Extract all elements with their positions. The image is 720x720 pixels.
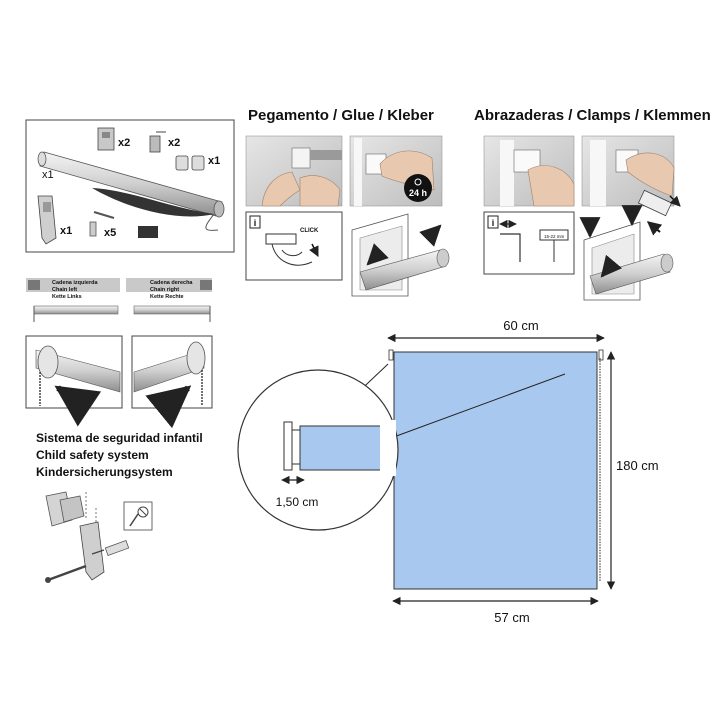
- glue-photo-1: [245, 135, 343, 207]
- glue-title: Pegamento / Glue / Kleber: [248, 107, 434, 124]
- adhesive-pad-icon: [138, 226, 158, 238]
- end-cap-qty: x1: [208, 155, 220, 167]
- clamp-photo-1: [483, 135, 575, 207]
- info-icon: i: [492, 218, 495, 228]
- child-safety-es: Sistema de seguridad infantil: [36, 431, 203, 445]
- chain-safety-icon: [37, 195, 57, 245]
- anchor-qty: x5: [104, 227, 116, 239]
- glue-mount-illustration: [351, 213, 450, 297]
- chain-left-panel: Cadena izquierda Chain left Kette Links: [26, 278, 120, 322]
- anchor-screw-icon: [89, 211, 115, 237]
- height-label: 180 cm: [616, 458, 659, 473]
- child-safety-illustration: [45, 491, 153, 583]
- bracket-detail-zoom: [283, 420, 396, 476]
- clamp-mount-illustration: [579, 189, 681, 301]
- end-cap-icon: [175, 155, 205, 171]
- chain-left-install-photo: [25, 335, 123, 427]
- chain-left-de: Kette Links: [52, 294, 82, 300]
- cure-time: 24 h: [409, 188, 427, 198]
- roller-tube-icon: [37, 151, 225, 231]
- glue-click-detail: i CLICK: [245, 211, 343, 281]
- blind-fabric: [393, 351, 598, 590]
- timer-icon: 24 h: [404, 174, 432, 202]
- chain-right-en: Chain right: [150, 287, 179, 293]
- child-safety-de: Kindersicherungsystem: [36, 465, 173, 479]
- parts-box: x1 x2 x2 x1 x1 x5: [25, 119, 235, 253]
- chain-left-en: Chain left: [52, 287, 77, 293]
- chain-left-es: Cadena izquierda: [52, 280, 98, 286]
- total-width-label: 60 cm: [503, 318, 538, 333]
- install-arrow-icon: [145, 385, 192, 429]
- dimensions-diagram: 60 cm 180 cm 57 cm 1,50 cm: [237, 318, 659, 625]
- wall-anchor-icon: [91, 539, 130, 557]
- screw-kit-qty: x2: [168, 137, 180, 149]
- click-label: CLICK: [300, 228, 319, 234]
- clamp-closeup-icon: [637, 189, 681, 236]
- chain-right-es: Cadena derecha: [150, 280, 193, 286]
- bracket-qty: x2: [118, 137, 130, 149]
- screw-kit-icon: [149, 131, 166, 153]
- info-icon: i: [254, 218, 257, 228]
- right-bracket: [598, 349, 604, 361]
- bracket-offset-label: 1,50 cm: [276, 495, 319, 509]
- chain-right-panel: Cadena derecha Chain right Kette Rechte: [126, 278, 212, 322]
- clamp-info-detail: i 15-22 mm: [483, 211, 575, 275]
- child-safety-en: Child safety system: [36, 448, 149, 462]
- screw-icon: [45, 564, 87, 583]
- chain-safety-qty: x1: [60, 225, 72, 237]
- clamp-range: 15-22 mm: [544, 234, 565, 239]
- clamps-title: Abrazaderas / Clamps / Klemmen: [474, 107, 711, 124]
- bracket-icon: [97, 127, 115, 151]
- chain-right-de: Kette Rechte: [150, 294, 184, 300]
- chain-right-install-photo: [131, 335, 213, 429]
- left-bracket: [388, 349, 394, 361]
- wall-mount-detail-icon: [123, 501, 153, 531]
- fabric-width-label: 57 cm: [494, 610, 529, 625]
- roller-qty: x1: [42, 169, 54, 181]
- clamp-photo-2: [581, 135, 675, 207]
- install-arrow-icon: [54, 385, 102, 427]
- glue-photo-2: 24 h: [349, 135, 443, 207]
